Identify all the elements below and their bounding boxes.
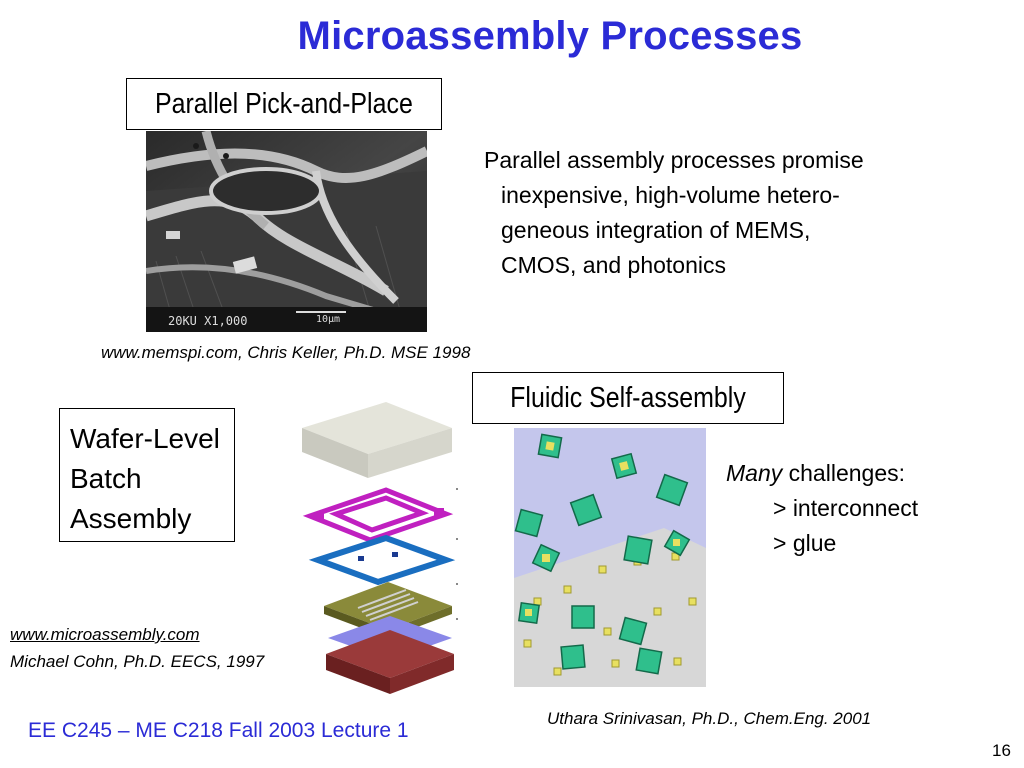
credit-microassembly-link[interactable]: www.microassembly.com (10, 625, 200, 644)
label-parallel-pick-and-place: Parallel Pick-and-Place (126, 78, 442, 130)
wafer-line-3: Assembly (70, 503, 192, 534)
challenges-text: Many challenges: > interconnect > glue (726, 456, 986, 561)
parallel-line-1: Parallel assembly processes promise (484, 147, 864, 173)
challenges-emphasis: Many (726, 460, 783, 486)
slide-title: Microassembly Processes (297, 14, 803, 58)
page-number: 16 (992, 741, 1011, 760)
wafer-line-2: Batch (70, 463, 142, 494)
parallel-line-3: geneous integration of MEMS, (501, 217, 811, 243)
challenge-glue: > glue (773, 530, 837, 556)
footer-course: EE C245 – ME C218 Fall 2003 Lecture 1 (28, 719, 409, 742)
fluidic-self-assembly-illustration (514, 428, 706, 687)
challenges-rest: challenges: (782, 460, 905, 486)
parallel-line-4: CMOS, and photonics (501, 252, 727, 278)
credit-cohn: Michael Cohn, Ph.D. EECS, 1997 (10, 652, 265, 671)
sem-scale-bar-label: 10μm (316, 314, 340, 325)
challenge-interconnect: > interconnect (773, 495, 919, 521)
wafer-line-1: Wafer-Level (70, 423, 220, 454)
credit-srinivasan: Uthara Srinivasan, Ph.D., Chem.Eng. 2001 (547, 709, 872, 728)
label-wafer-level-batch-assembly: Wafer-Level Batch Assembly (59, 408, 235, 542)
sem-micrograph: 20KU X1,000 10μm (144, 129, 430, 332)
parallel-assembly-text: Parallel assembly processes promise inex… (484, 143, 984, 283)
label-fluidic-self-assembly: Fluidic Self-assembly (472, 372, 784, 424)
sem-scale-text: 20KU X1,000 (168, 314, 247, 328)
wafer-stack-illustration (296, 398, 462, 694)
challenges-heading: Many challenges: (726, 456, 986, 491)
credit-memspi: www.memspi.com, Chris Keller, Ph.D. MSE … (101, 343, 471, 362)
parallel-line-2: inexpensive, high-volume hetero- (501, 182, 840, 208)
